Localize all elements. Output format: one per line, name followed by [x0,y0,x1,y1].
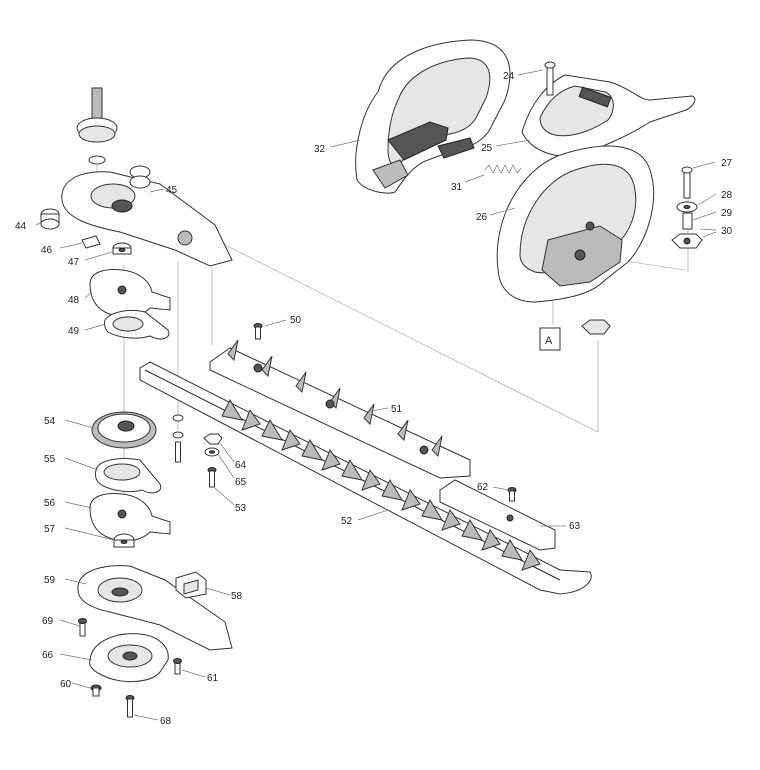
callout-46: 46 [41,245,53,256]
screw-small-left [172,414,184,463]
callout-32: 32 [314,144,326,155]
callout-53: 53 [235,503,247,514]
washer-28 [676,193,717,213]
callout-31: 31 [451,182,463,193]
callout-66: 66 [42,650,54,661]
handle-nut [581,319,611,335]
callout-56: 56 [44,498,56,509]
callout-28: 28 [721,190,733,201]
callout-45: 45 [166,185,178,196]
gear-housing [61,165,233,267]
screw-61 [173,658,182,675]
leader-lines [35,139,717,721]
screw-53 [207,467,217,488]
screw-50 [253,323,263,340]
callout-60: 60 [60,679,72,690]
gear-54 [91,411,157,449]
plate-56 [89,493,171,542]
callout-65: 65 [235,477,247,488]
callout-58: 58 [231,591,243,602]
handle-cover [521,74,696,157]
gasket-55 [94,457,162,494]
callout-24: 24 [503,71,515,82]
callout-55: 55 [44,454,56,465]
reference-marker-a: A [539,327,561,351]
callout-59: 59 [44,575,56,586]
callout-69: 69 [42,616,54,627]
plate-63 [439,479,556,551]
callout-52: 52 [341,516,353,527]
callout-49: 49 [68,326,80,337]
callout-30: 30 [721,226,733,237]
callout-44: 44 [15,221,27,232]
block-58 [175,571,207,599]
callout-labels: 24 32 25 27 31 28 29 26 30 45 44 46 47 4… [15,71,733,727]
bumper-44 [40,208,60,230]
cutter-blade [139,361,592,595]
callout-63: 63 [569,521,581,532]
upper-blade [209,339,471,479]
screw-27 [681,161,716,199]
screw-60 [90,684,102,697]
callout-61: 61 [207,673,219,684]
callout-27: 27 [721,158,733,169]
callout-62: 62 [477,482,489,493]
callout-25: 25 [481,143,493,154]
callout-64: 64 [235,460,247,471]
bottom-cover-66 [89,633,169,682]
screw-62 [507,487,517,502]
washer-65 [204,447,220,457]
callout-57: 57 [44,524,56,535]
lower-gear-housing [77,565,233,651]
bearing-57 [113,533,135,548]
reference-marker-label: A [545,335,553,347]
nut-30 [671,231,717,249]
callout-26: 26 [476,212,488,223]
clip-46 [81,235,101,249]
callout-47: 47 [68,257,80,268]
nut-64 [203,433,223,445]
bearing-47 [112,242,132,255]
plate-48 [89,269,171,318]
front-loop-handle [496,145,655,303]
gasket-49 [103,309,170,340]
sleeve-29 [682,211,717,230]
callout-50: 50 [290,315,302,326]
spring-31 [464,164,522,183]
callout-51: 51 [391,404,403,415]
callout-48: 48 [68,295,80,306]
rear-loop-handle [355,39,511,194]
armature-assembly [76,87,118,185]
callout-68: 68 [160,716,172,727]
screw-24 [517,61,556,96]
screw-69 [78,618,87,637]
callout-29: 29 [721,208,733,219]
callout-54: 54 [44,416,56,427]
screw-68 [125,695,135,718]
